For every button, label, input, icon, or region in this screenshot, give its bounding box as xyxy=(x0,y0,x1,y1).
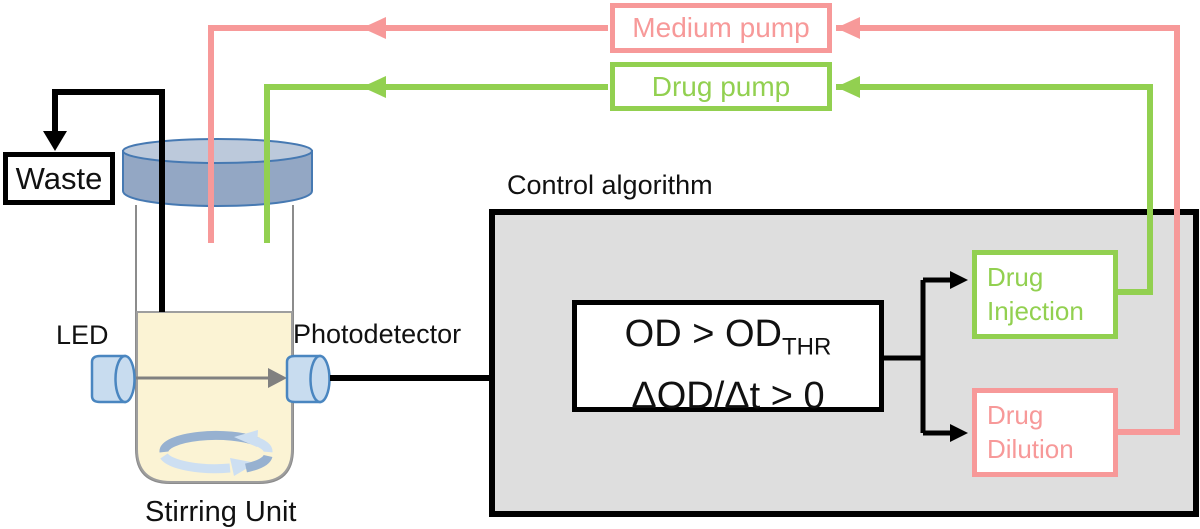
od-condition-line1-subscript: THR xyxy=(781,333,832,361)
medium-pump-box: Medium pump xyxy=(610,3,832,53)
light-beam-arrow xyxy=(136,368,287,388)
light-beam-arrowhead-icon xyxy=(268,368,287,388)
drug-flow-arrowhead-icon xyxy=(362,76,386,98)
od-condition-line2: ΔOD/Δt > 0 xyxy=(631,374,825,417)
control-algorithm-title: Control algorithm xyxy=(507,170,713,200)
waste-arrowhead-icon xyxy=(43,131,67,151)
od-condition-line1-main: OD > OD xyxy=(624,313,782,355)
led-label: LED xyxy=(56,320,109,350)
drug-dilution-label-line1: Drug xyxy=(987,400,1044,430)
od-condition-box: OD > ODTHR ΔOD/Δt > 0 xyxy=(572,300,884,417)
drug-injection-label-line2: Injection xyxy=(987,296,1084,326)
od-condition-line1: OD > ODTHR xyxy=(577,309,879,373)
led-icon xyxy=(90,354,136,404)
medium-flow-arrowhead-icon xyxy=(362,17,386,39)
drug-dilution-box: Drug Dilution xyxy=(972,388,1118,477)
photodetector-label: Photodetector xyxy=(293,319,462,349)
vessel xyxy=(135,205,294,484)
photodetector-icon xyxy=(285,354,331,404)
vessel-cap xyxy=(122,138,313,208)
waste-box: Waste xyxy=(3,152,115,205)
drug-control-arrowhead-icon xyxy=(836,76,860,98)
drug-injection-label-line1: Drug xyxy=(987,262,1044,292)
medium-pump-label: Medium pump xyxy=(632,12,810,43)
stirring-unit-label: Stirring Unit xyxy=(145,496,297,528)
stir-arrows-icon xyxy=(159,430,273,476)
medium-control-arrowhead-icon xyxy=(836,17,860,39)
drug-pump-label: Drug pump xyxy=(651,71,791,102)
vessel-liquid xyxy=(136,311,293,483)
drug-dilution-label-line2: Dilution xyxy=(987,434,1074,464)
drug-pump-box: Drug pump xyxy=(610,62,832,111)
drug-injection-box: Drug Injection xyxy=(972,250,1118,339)
